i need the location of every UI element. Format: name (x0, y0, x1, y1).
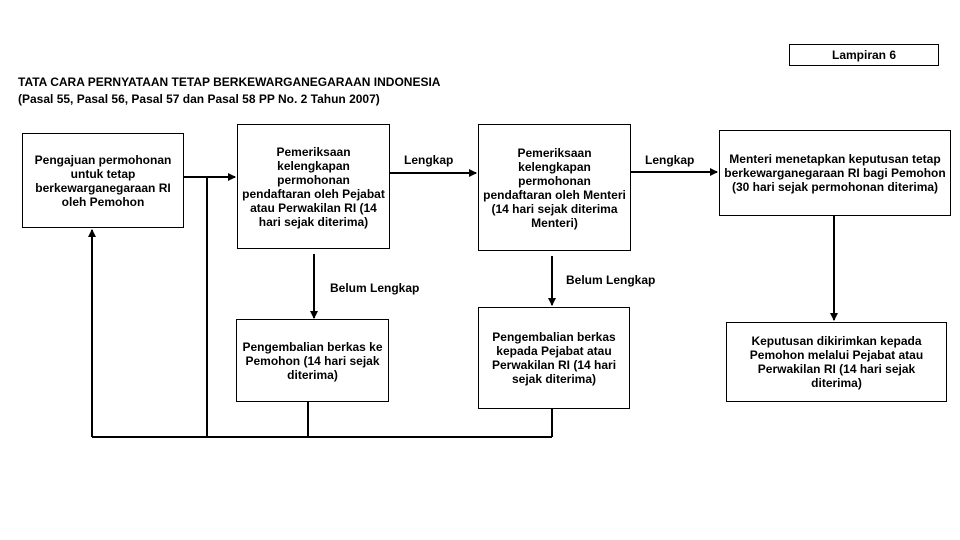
node-pengembalian-pemohon: Pengembalian berkas ke Pemohon (14 hari … (236, 319, 389, 402)
node-menteri-menetapkan: Menteri menetapkan keputusan tetap berke… (719, 130, 951, 216)
node-pengembalian-pejabat: Pengembalian berkas kepada Pejabat atau … (478, 307, 630, 409)
node-pengajuan: Pengajuan permohonan untuk tetap berkewa… (22, 133, 184, 228)
node-pemeriksaan-menteri: Pemeriksaan kelengkapan permohonan penda… (478, 124, 631, 251)
edge-label-lengkap-1: Lengkap (404, 153, 454, 167)
node-pemeriksaan-pejabat: Pemeriksaan kelengkapan permohonan penda… (237, 124, 390, 249)
diagram-subtitle: (Pasal 55, Pasal 56, Pasal 57 dan Pasal … (18, 92, 380, 106)
edge-label-belum-lengkap-1: Belum Lengkap (330, 281, 420, 295)
diagram-title: TATA CARA PERNYATAAN TETAP BERKEWARGANEG… (18, 75, 441, 89)
lampiran-label: Lampiran 6 (789, 44, 939, 66)
edge-label-lengkap-2: Lengkap (645, 153, 695, 167)
edge-label-belum-lengkap-2: Belum Lengkap (566, 273, 656, 287)
node-keputusan-dikirimkan: Keputusan dikirimkan kepada Pemohon mela… (726, 322, 947, 402)
